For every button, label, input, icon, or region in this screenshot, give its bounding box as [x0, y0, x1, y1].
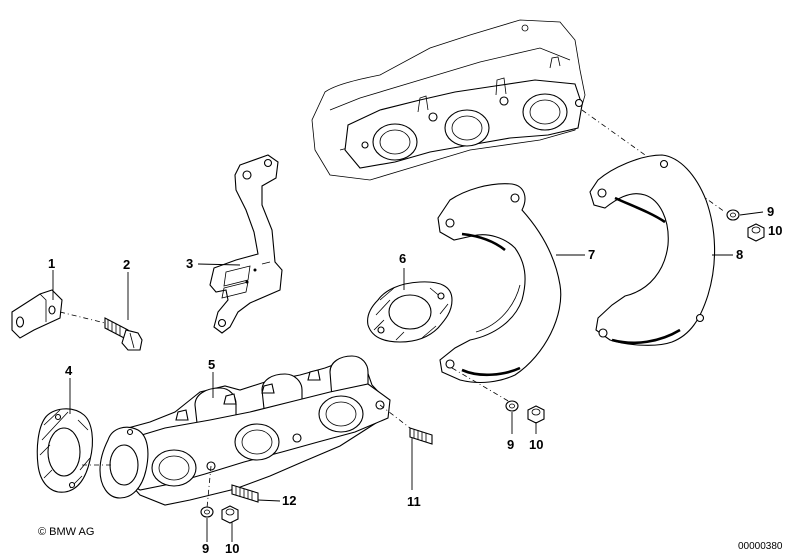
callout-11: 11	[407, 494, 421, 509]
callout-4: 4	[65, 363, 73, 378]
callout-10-upper: 10	[768, 223, 783, 238]
gasket-small	[36, 408, 93, 493]
cylinder-head	[311, 19, 586, 181]
washer-nut-lower	[200, 505, 239, 524]
callout-10-lower: 10	[225, 541, 240, 556]
document-number: 00000380	[738, 541, 783, 552]
bracket	[209, 154, 283, 334]
bolt	[104, 317, 143, 351]
callout-8: 8	[736, 247, 744, 262]
exhaust-manifold	[99, 355, 391, 506]
callout-9-lower: 9	[202, 541, 210, 556]
gasket-6	[367, 281, 453, 343]
heat-shield-8	[589, 154, 716, 346]
washer-nut-middle	[505, 400, 545, 424]
callout-3: 3	[186, 256, 194, 271]
callout-5: 5	[208, 357, 216, 372]
stud-12	[231, 484, 259, 503]
callout-12: 12	[282, 493, 297, 508]
callout-9-middle: 9	[507, 437, 515, 452]
callout-6: 6	[399, 251, 407, 266]
callout-7: 7	[588, 247, 596, 262]
stud-11	[409, 427, 433, 445]
leader-lines	[52, 211, 764, 542]
heat-shield-7	[437, 183, 562, 384]
callout-2: 2	[123, 257, 131, 272]
copyright-notice: © BMW AG	[38, 526, 95, 538]
callout-10-middle: 10	[529, 437, 544, 452]
washer-nut-upper	[726, 209, 765, 242]
callout-1: 1	[48, 256, 56, 271]
small-bracket	[11, 289, 63, 339]
callout-9-upper: 9	[767, 204, 775, 219]
